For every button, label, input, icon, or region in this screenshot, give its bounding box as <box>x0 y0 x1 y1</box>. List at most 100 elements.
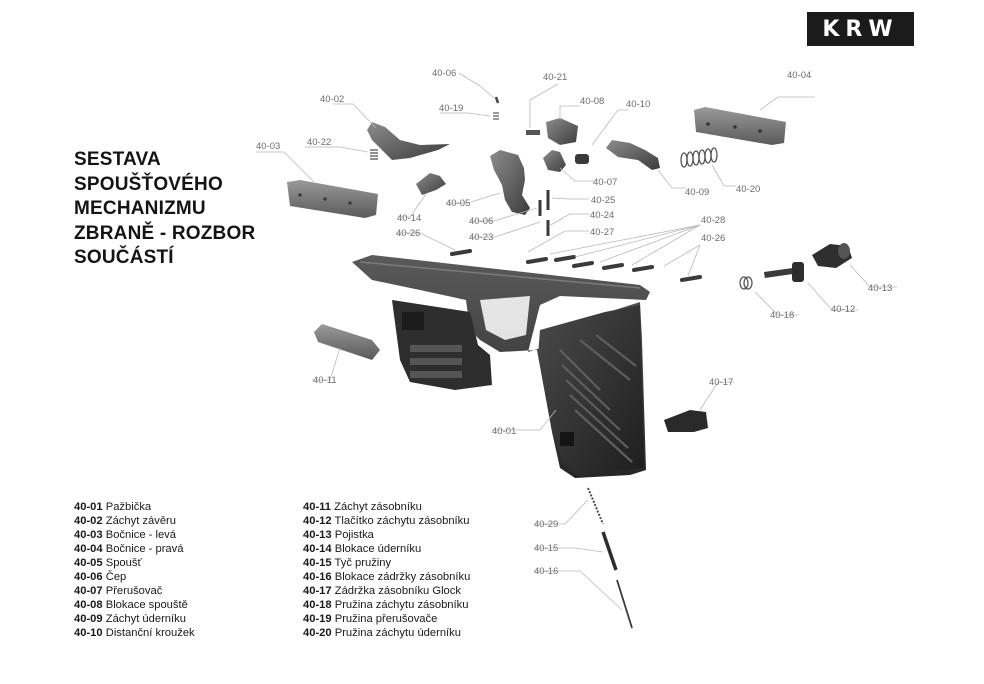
title-line: SESTAVA <box>74 149 161 170</box>
legend-name: Pažbička <box>105 501 152 513</box>
legend-item: 40-10 Distanční kroužek <box>74 626 195 640</box>
callout-label: 40-19 <box>439 103 463 114</box>
legend-item: 40-15 Tyč pružiny <box>303 556 470 570</box>
legend-name: Blokace spouště <box>105 599 188 611</box>
legend-item: 40-04 Bočnice - pravá <box>74 542 195 556</box>
legend-item: 40-12 Tlačítko záchytu zásobníku <box>303 514 470 528</box>
legend-item: 40-13 Pojistka <box>303 528 470 542</box>
callout-label: 40-25 <box>591 195 615 206</box>
legend-name: Pružina přerušovače <box>334 613 438 625</box>
part-pins-column <box>538 190 550 236</box>
part-rod-40-15 <box>601 531 618 571</box>
legend-code: 40-17 <box>303 585 332 597</box>
part-right-plate-40-04 <box>694 107 786 145</box>
legend-name: Zádržka zásobníku Glock <box>334 585 461 597</box>
parts-legend-left: 40-01 Pažbička 40-02 Záchyt závěru 40-03… <box>74 500 195 640</box>
legend-code: 40-05 <box>74 557 103 569</box>
title-line: SOUČÁSTÍ <box>74 247 174 268</box>
part-spring-40-19 <box>493 112 499 120</box>
callout-label: 40-26 <box>396 228 420 239</box>
part-trigger-block-40-08 <box>546 118 578 145</box>
legend-code: 40-09 <box>74 613 103 625</box>
part-mag-button-40-12 <box>764 262 804 282</box>
part-spring-40-22 <box>370 149 378 160</box>
legend-code: 40-12 <box>303 515 332 527</box>
callout-label: 40-26 <box>701 233 725 244</box>
part-pins-row <box>450 249 702 282</box>
part-glock-catch-40-17 <box>664 410 708 432</box>
legend-code: 40-15 <box>303 557 332 569</box>
part-disconnector-40-07 <box>543 150 566 172</box>
legend-name: Záchyt úderníku <box>105 613 186 625</box>
callout-labels: 40-06 40-21 40-04 40-02 40-19 40-08 40-1… <box>256 68 892 577</box>
legend-code: 40-01 <box>74 501 103 513</box>
callout-label: 40-08 <box>580 96 604 107</box>
legend-code: 40-04 <box>74 543 103 555</box>
page-title: SESTAVA SPOUŠŤOVÉHO MECHANIZMU ZBRANĚ - … <box>74 148 255 271</box>
legend-code: 40-20 <box>303 627 332 639</box>
legend-name: Blokace úderníku <box>334 543 422 555</box>
callout-label: 40-13 <box>868 283 892 294</box>
part-mag-catch-40-11 <box>314 324 380 360</box>
part-spring-40-18 <box>739 276 753 290</box>
callout-label: 40-16 <box>534 566 558 577</box>
legend-name: Přerušovač <box>105 585 163 597</box>
part-firing-pin-block-40-14 <box>416 173 446 195</box>
parts-legend-right: 40-11 Záchyt zásobníku 40-12 Tlačítko zá… <box>303 500 470 640</box>
part-slide-stop-40-02 <box>367 122 450 160</box>
legend-code: 40-18 <box>303 599 332 611</box>
legend-code: 40-07 <box>74 585 103 597</box>
legend-name: Spoušť <box>105 557 142 569</box>
part-spring-40-29 <box>587 487 604 525</box>
callout-label: 40-17 <box>709 377 733 388</box>
legend-code: 40-08 <box>74 599 103 611</box>
callout-label: 40-15 <box>534 543 558 554</box>
legend-item: 40-05 Spoušť <box>74 556 195 570</box>
legend-code: 40-13 <box>303 529 332 541</box>
callout-label: 40-07 <box>593 177 617 188</box>
part-safety-40-13 <box>812 243 852 268</box>
legend-item: 40-09 Záchyt úderníku <box>74 612 195 626</box>
callout-label: 40-02 <box>320 94 344 105</box>
callout-label: 40-01 <box>492 426 516 437</box>
legend-item: 40-06 Čep <box>74 570 195 584</box>
part-striker-catch-40-09 <box>606 140 660 170</box>
callout-label: 40-09 <box>685 187 709 198</box>
callout-label: 40-23 <box>469 232 493 243</box>
legend-name: Čep <box>105 571 127 583</box>
legend-name: Pružina záchytu úderníku <box>334 627 461 639</box>
title-line: MECHANIZMU <box>74 198 206 219</box>
part-block-40-16 <box>616 579 633 629</box>
title-line: SPOUŠŤOVÉHO <box>74 173 223 195</box>
callout-label: 40-04 <box>787 70 811 81</box>
part-trigger-40-05 <box>490 150 530 215</box>
callout-label: 40-03 <box>256 141 280 152</box>
callout-label: 40-28 <box>701 215 725 226</box>
legend-item: 40-17 Zádržka zásobníku Glock <box>303 584 470 598</box>
legend-item: 40-14 Blokace úderníku <box>303 542 470 556</box>
part-frame-40-01 <box>352 255 650 478</box>
legend-code: 40-19 <box>303 613 332 625</box>
callout-label: 40-10 <box>626 99 650 110</box>
callout-label: 40-18 <box>770 310 794 321</box>
callout-label: 40-27 <box>590 227 614 238</box>
legend-name: Distanční kroužek <box>105 627 195 639</box>
part-pin-40-21 <box>526 130 540 135</box>
legend-code: 40-02 <box>74 515 103 527</box>
krw-logo: KRW <box>807 12 914 46</box>
callout-label: 40-22 <box>307 137 331 148</box>
legend-name: Záchyt závěru <box>105 515 176 527</box>
legend-item: 40-16 Blokace zádržky zásobníku <box>303 570 470 584</box>
callout-label: 40-21 <box>543 72 567 83</box>
legend-name: Tlačítko záchytu zásobníku <box>334 515 470 527</box>
legend-code: 40-06 <box>74 571 103 583</box>
part-spring-40-20 <box>680 147 718 168</box>
legend-item: 40-19 Pružina přerušovače <box>303 612 470 626</box>
legend-code: 40-11 <box>303 501 331 513</box>
legend-name: Bočnice - levá <box>105 529 177 541</box>
legend-name: Bočnice - pravá <box>105 543 184 555</box>
legend-name: Blokace zádržky zásobníku <box>334 571 471 583</box>
legend-item: 40-08 Blokace spouště <box>74 598 195 612</box>
legend-item: 40-20 Pružina záchytu úderníku <box>303 626 470 640</box>
